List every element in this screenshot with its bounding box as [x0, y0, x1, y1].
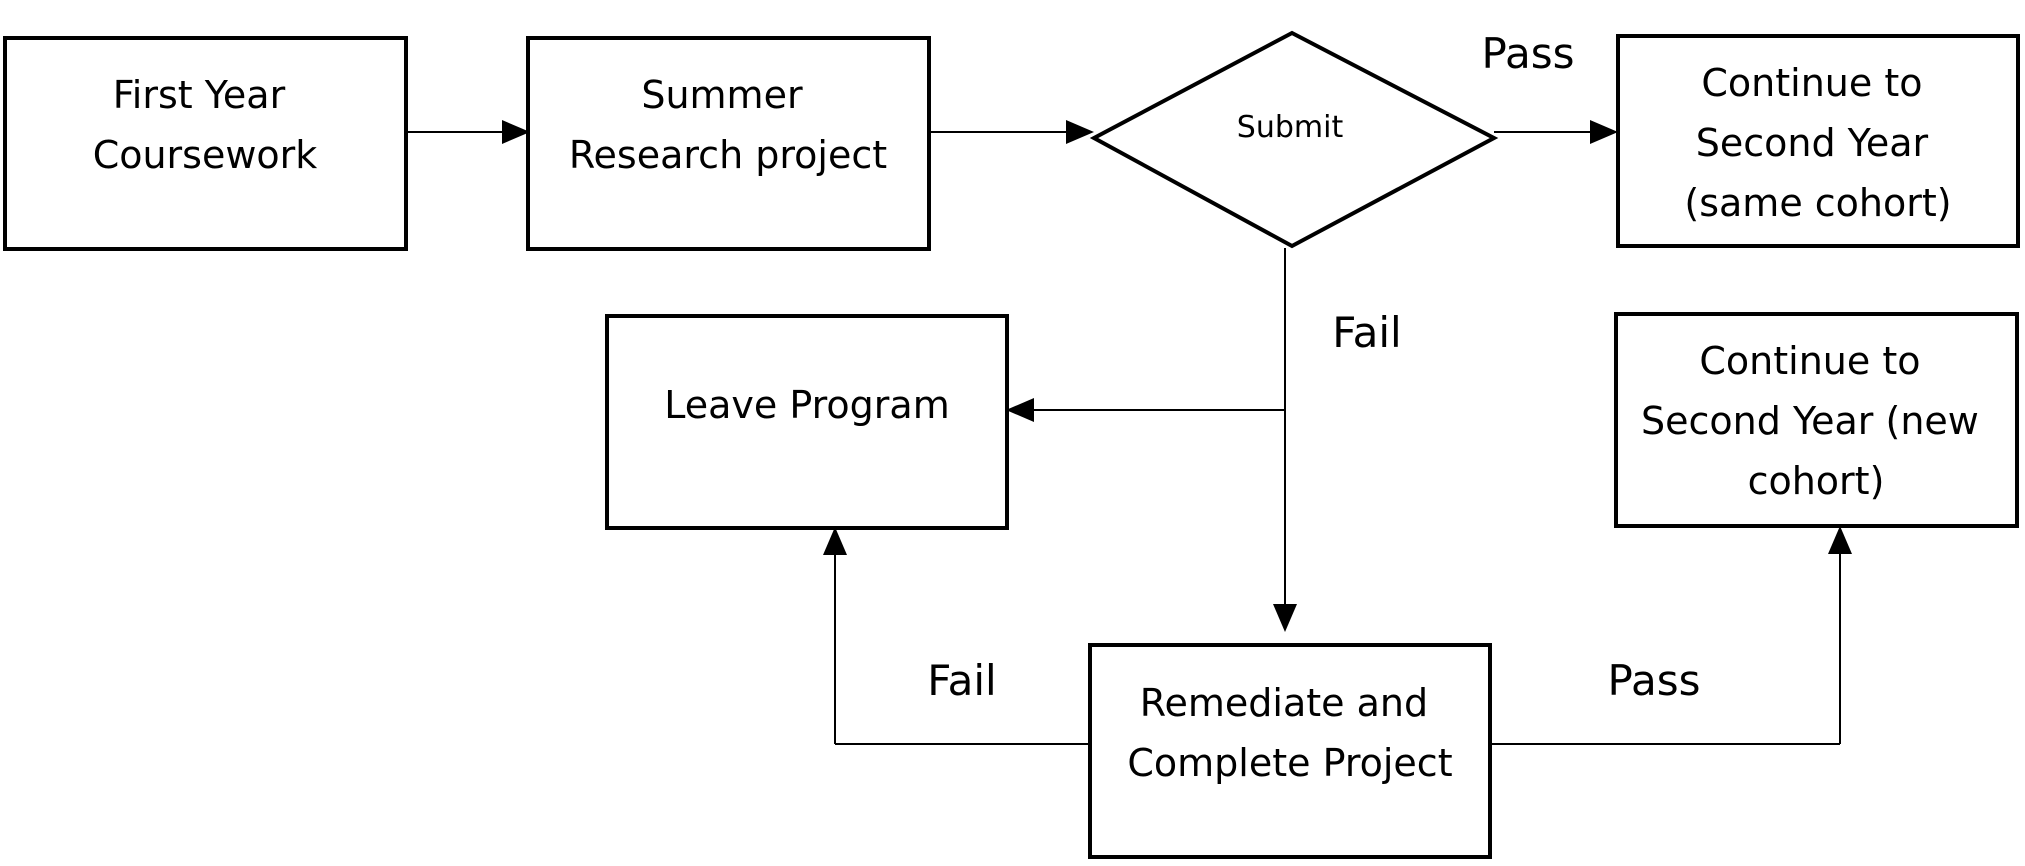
- node-first-year-line-1: First Year: [113, 73, 286, 117]
- node-continue-same-line-3: (same cohort): [1684, 181, 1951, 225]
- node-continue-new-line-3: cohort): [1748, 459, 1885, 503]
- node-continue-new-line-1: Continue to: [1699, 339, 1920, 383]
- svg-text:First Year Coursework: First Year Coursework: [93, 73, 318, 177]
- edge-label-submit-fail: Fail: [1332, 308, 1401, 357]
- edge-summer-to-submit: [929, 120, 1094, 144]
- svg-text:Continue to Second Year: Continue to Second Year (same cohort): [1684, 61, 1951, 225]
- node-continue-same-cohort: Continue to Second Year (same cohort): [1616, 34, 2020, 248]
- node-submit-label: Submit: [1237, 110, 1344, 145]
- node-leave-program-label: Leave Program: [664, 383, 949, 427]
- node-first-year-line-2: Coursework: [93, 133, 318, 177]
- node-summer-line-1: Summer: [641, 73, 803, 117]
- svg-text:Summer Research project: Summer Research project: [569, 73, 887, 177]
- node-remediate-complete-project: Remediate and Complete Project: [1088, 643, 1492, 859]
- node-submit-decision: Submit: [1089, 30, 1499, 249]
- edge-submit-pass: [1494, 120, 1618, 144]
- node-summer-line-2: Research project: [569, 133, 887, 177]
- node-continue-same-line-1: Continue to: [1701, 61, 1922, 105]
- edge-first-to-summer: [406, 120, 530, 144]
- svg-text:Continue to Second Year: Continue to Second Year (new cohort): [1641, 339, 1991, 503]
- node-leave-program: Leave Program: [605, 314, 1009, 530]
- edge-label-remediate-fail: Fail: [927, 656, 996, 705]
- edge-remediate-pass: [1490, 526, 1852, 745]
- svg-text:Remediate and Complete P: Remediate and Complete Project: [1127, 681, 1452, 785]
- edge-label-remediate-pass: Pass: [1608, 656, 1701, 705]
- node-first-year-coursework: First Year Coursework: [3, 36, 408, 251]
- node-continue-new-cohort: Continue to Second Year (new cohort): [1614, 312, 2019, 528]
- edge-remediate-fail: [823, 527, 1090, 745]
- edge-label-submit-pass: Pass: [1482, 29, 1575, 78]
- edge-submit-fail-leave: [1006, 398, 1285, 422]
- node-summer-research-project: Summer Research project: [526, 36, 931, 251]
- edge-submit-fail: [1273, 248, 1297, 632]
- node-remediate-line-2: Complete Project: [1127, 741, 1452, 785]
- node-continue-new-line-2: Second Year (new: [1641, 399, 1979, 443]
- node-continue-same-line-2: Second Year: [1696, 121, 1929, 165]
- node-remediate-line-1: Remediate and: [1140, 681, 1428, 725]
